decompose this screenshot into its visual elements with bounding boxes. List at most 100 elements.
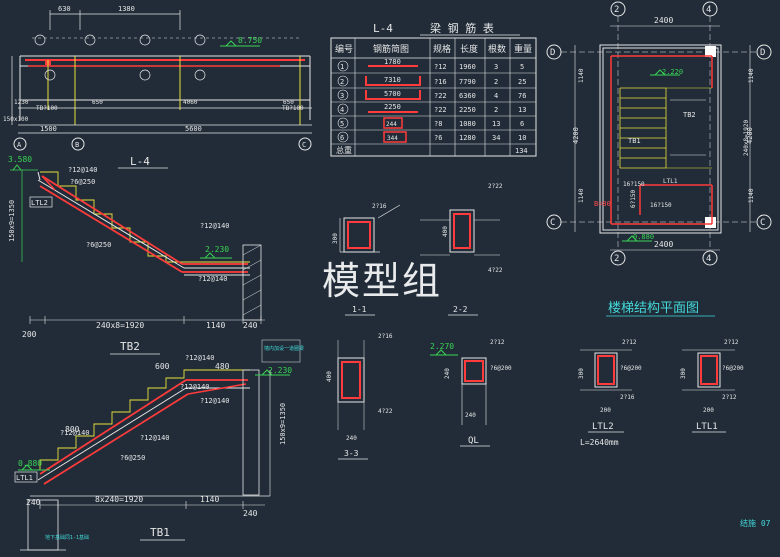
svg-text:13: 13 bbox=[518, 106, 526, 114]
tb1-dim-800: 800 bbox=[65, 425, 80, 434]
table-total-label: 总重 bbox=[336, 145, 352, 155]
ql-w: 240 bbox=[465, 412, 476, 419]
svg-text:5700: 5700 bbox=[384, 90, 401, 98]
th-no: 编号 bbox=[335, 43, 353, 55]
svg-text:34: 34 bbox=[492, 134, 500, 142]
plan-left-4200: 4200 bbox=[572, 127, 580, 144]
tb1-elev-a: 2.230 bbox=[268, 366, 292, 375]
plan-right-4200: 4200 bbox=[746, 127, 754, 144]
plan-rebar-1: 16?150 bbox=[623, 181, 645, 188]
ltl2-length: L=2640mm bbox=[580, 438, 619, 447]
th-len: 长度 bbox=[460, 43, 478, 55]
tb1-dim-600: 600 bbox=[155, 362, 170, 371]
l4-dim-top-2: 1380 bbox=[118, 5, 135, 13]
svg-text:?22: ?22 bbox=[434, 92, 447, 100]
svg-text:1: 1 bbox=[340, 63, 344, 71]
svg-text:7310: 7310 bbox=[384, 76, 401, 84]
ltl2-mid: ?6@200 bbox=[620, 365, 642, 372]
plan-right-1140a: 1140 bbox=[748, 68, 755, 83]
tb1-dim-1140: 1140 bbox=[200, 495, 219, 504]
plan-axis-c-left: C bbox=[550, 218, 555, 228]
table-row: 3 5700 ?22 6360 4 76 bbox=[337, 89, 526, 101]
rebar-table: L-4 梁 钢 筋 表 编号 钢筋简图 规格 长度 根数 重量 1 1780 ?… bbox=[330, 21, 537, 157]
plan-b80: B=80 bbox=[594, 200, 611, 208]
section-ltl1: 2?12 ?6@200 2?12 300 200 LTL1 bbox=[680, 339, 744, 433]
svg-text:13: 13 bbox=[492, 120, 500, 128]
s33-label: 3-3 bbox=[344, 449, 359, 458]
svg-text:344: 344 bbox=[387, 135, 398, 142]
plan-elev-top: 2.220 bbox=[662, 68, 683, 76]
tb1-ltl-label: LTL1 bbox=[16, 474, 33, 482]
plan-dim-bottom: 2400 bbox=[654, 240, 673, 249]
s33-spec-bot: 4?22 bbox=[378, 408, 393, 415]
svg-text:1080: 1080 bbox=[459, 120, 476, 128]
tb2-dim-1140: 1140 bbox=[206, 321, 225, 330]
plan-axis-c-right: C bbox=[760, 218, 765, 228]
svg-text:?16: ?16 bbox=[434, 78, 447, 86]
s33-dim: 400 bbox=[326, 371, 333, 382]
plan-axis-d-left: D bbox=[550, 48, 555, 58]
ltl2-top: 2?12 bbox=[622, 339, 637, 346]
svg-text:2: 2 bbox=[494, 78, 498, 86]
th-sketch: 钢筋简图 bbox=[373, 43, 409, 55]
svg-text:?6: ?6 bbox=[434, 134, 442, 142]
l4-axis-c: C bbox=[302, 141, 306, 149]
plan-inner-right: 240x8=1920 bbox=[743, 119, 750, 156]
s22-spec-top: 2?22 bbox=[488, 183, 503, 190]
l4-elevation: 8.750 bbox=[238, 36, 262, 45]
tb1-rebar-2: ?12@140 bbox=[180, 383, 210, 391]
ql-elev: 2.270 bbox=[430, 342, 454, 351]
ltl2-label: LTL2 bbox=[592, 422, 614, 432]
page-label: 结施 07 bbox=[740, 518, 771, 528]
svg-text:6360: 6360 bbox=[459, 92, 476, 100]
l4-title: L-4 bbox=[130, 155, 150, 168]
svg-text:2: 2 bbox=[494, 106, 498, 114]
th-weight: 重量 bbox=[514, 43, 532, 55]
plan-ltl1: LTL1 bbox=[663, 178, 678, 185]
table-caption: 梁 钢 筋 表 bbox=[430, 21, 494, 35]
tb2-ltl-label: LTL2 bbox=[31, 199, 48, 207]
svg-text:6: 6 bbox=[520, 120, 524, 128]
tb2-dim-200: 200 bbox=[22, 330, 37, 339]
svg-text:6: 6 bbox=[340, 134, 344, 142]
tb2-rebar-4: ?6@250 bbox=[86, 241, 111, 249]
stair-tb2: 3.580 2.230 150x9=1350 LTL2 ?12@140 ?6@2… bbox=[8, 155, 265, 355]
table-row: 1 1780 ?12 1960 3 5 bbox=[337, 58, 524, 72]
table-row: 5 244 ?8 1080 13 6 bbox=[337, 117, 524, 129]
plan-title: 楼梯结构平面图 bbox=[608, 301, 699, 316]
svg-text:4: 4 bbox=[494, 92, 498, 100]
ltl2-h: 300 bbox=[578, 368, 585, 379]
tb1-dim-240a: 240 bbox=[26, 498, 41, 507]
svg-text:?8: ?8 bbox=[434, 120, 442, 128]
s33-width: 240 bbox=[346, 435, 357, 442]
ltl1-h: 300 bbox=[680, 368, 687, 379]
plan-tb2: TB2 bbox=[683, 111, 696, 119]
svg-text:3: 3 bbox=[494, 63, 498, 71]
svg-text:1280: 1280 bbox=[459, 134, 476, 142]
stair-plan: 2 4 2 4 D C D C bbox=[546, 1, 772, 317]
ltl1-mid: ?6@200 bbox=[722, 365, 744, 372]
tb1-rebar-3: ?12@140 bbox=[200, 397, 230, 405]
l4-dim-1230: 1230 bbox=[14, 99, 29, 106]
tb1-elev-b: 0.880 bbox=[18, 459, 42, 468]
svg-text:76: 76 bbox=[518, 92, 526, 100]
s11-spec: 2?16 bbox=[372, 203, 387, 210]
svg-text:4: 4 bbox=[340, 106, 344, 114]
ltl2-bot: 2?16 bbox=[620, 394, 635, 401]
svg-text:5: 5 bbox=[520, 63, 524, 71]
plan-rebar-2: 16?150 bbox=[650, 202, 672, 209]
tb2-rebar-2: ?6@250 bbox=[70, 178, 95, 186]
plan-tb1: TB1 bbox=[628, 137, 641, 145]
tb2-dim-240: 240 bbox=[243, 321, 258, 330]
tb2-elev-mid: 2.230 bbox=[205, 245, 229, 254]
plan-right-1140b: 1140 bbox=[748, 188, 755, 203]
l4-dim-650b: 650 bbox=[283, 99, 294, 106]
plan-axis-d-right: D bbox=[760, 48, 765, 58]
l4-label-2: TB?100 bbox=[36, 105, 58, 112]
section-ql: 2.270 2?12 ?6@200 240 240 QL bbox=[430, 339, 512, 447]
l4-label-1: 150x100 bbox=[3, 116, 29, 123]
ltl2-w: 200 bbox=[600, 407, 611, 414]
ql-mid: ?6@200 bbox=[490, 365, 512, 372]
tb2-rebar-1: ?12@140 bbox=[68, 166, 98, 174]
tb1-rebar-5: ?12@140 bbox=[140, 434, 170, 442]
